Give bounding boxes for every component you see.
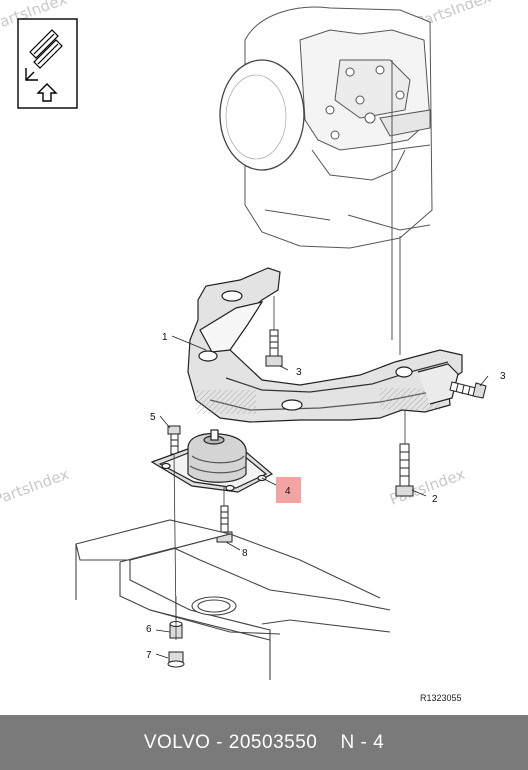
drawing-reference: R1323055	[420, 693, 462, 703]
position-label: N - 4	[340, 731, 385, 753]
brand-label: VOLVO	[143, 731, 211, 753]
callout-4: 4	[285, 486, 291, 497]
callout-6: 6	[146, 624, 152, 635]
callout-7: 7	[146, 650, 152, 661]
part-number: 20503550	[228, 731, 318, 753]
bolt-5	[167, 425, 181, 455]
highlighted-part-marker	[276, 477, 301, 503]
part-info-bar: VOLVO - 20503550 N - 4	[0, 715, 528, 770]
chassis-rail	[75, 519, 391, 680]
alignment-lines	[173, 296, 406, 640]
engine-mount	[150, 429, 274, 493]
leader-lines	[155, 335, 489, 659]
callout-8: 8	[242, 548, 248, 559]
callout-3: 3	[500, 371, 506, 382]
callout-1: 1	[162, 332, 168, 343]
callout-5: 5	[150, 412, 156, 423]
engine-pulley	[219, 59, 305, 171]
bolt-3-side	[449, 381, 487, 399]
callout-2: 2	[432, 494, 438, 505]
crossmember-bracket	[187, 267, 463, 423]
engine-block	[244, 6, 433, 355]
bolt-2	[395, 443, 414, 497]
front-direction-icon	[17, 18, 78, 109]
watermark: PartsIndex	[0, 465, 71, 509]
bolt-3-top	[265, 329, 283, 367]
exploded-parts-diagram: PartsIndex PartsIndex PartsIndex PartsIn…	[0, 0, 506, 703]
callout-3: 3	[296, 367, 302, 378]
nut-7	[167, 651, 185, 668]
separator: -	[210, 731, 229, 753]
